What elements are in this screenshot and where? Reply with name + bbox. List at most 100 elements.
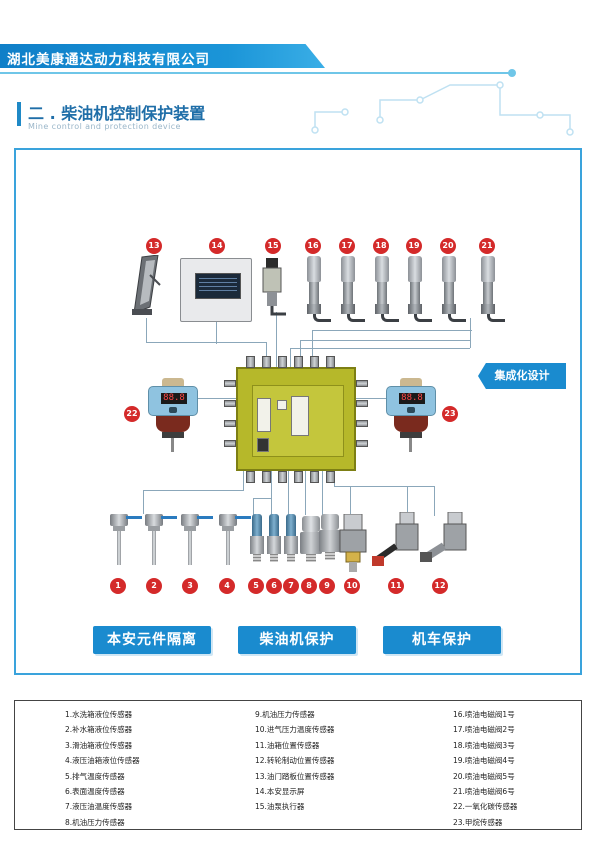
injector-valve-6 — [481, 256, 505, 322]
legend-column-1: 1.水洗箱液位传感器 2.补水箱液位传感器 3.滑油箱液位传感器 4.液压油箱液… — [65, 707, 140, 830]
connector-icon — [224, 420, 236, 427]
controller-nameplate-icon — [291, 396, 309, 436]
badge-18: 18 — [373, 238, 389, 254]
connector-icon — [326, 471, 335, 483]
legend-item: 15.油泵执行器 — [255, 802, 305, 812]
controller-nameplate-icon — [277, 400, 287, 410]
connector-icon — [310, 356, 319, 368]
connector-icon — [356, 380, 368, 387]
methane-sensor: 88.8 — [386, 378, 436, 452]
wire — [470, 318, 471, 348]
injector-valve-2 — [341, 256, 365, 322]
brake-position-sensor-icon — [420, 512, 467, 562]
badge-14: 14 — [209, 238, 225, 254]
legend-item: 13.油门踏板位置传感器 — [255, 771, 335, 781]
wire — [290, 348, 291, 368]
badge-5: 5 — [248, 578, 264, 594]
intake-pressure-temp-sensor-icon — [339, 514, 367, 572]
level-sensor-3 — [181, 514, 213, 565]
header-divider — [0, 72, 512, 74]
wire — [300, 340, 301, 368]
legend-item: 3.滑油箱液位传感器 — [65, 740, 133, 750]
hydraulic-oil-temp-sensor — [282, 514, 300, 562]
methane-sensor-readout: 88.8 — [399, 393, 425, 404]
wire — [322, 471, 323, 515]
wire — [253, 498, 254, 516]
badge-13: 13 — [146, 238, 162, 254]
wire — [146, 342, 266, 343]
legend-item: 7.液压油温度传感器 — [65, 802, 133, 812]
level-sensor-4 — [219, 514, 251, 565]
wire — [312, 330, 313, 368]
legend-item: 11.油箱位置传感器 — [255, 740, 320, 750]
intrinsically-safe-display — [180, 258, 252, 322]
wire — [334, 486, 434, 487]
badge-10: 10 — [344, 578, 360, 594]
wire — [305, 471, 306, 515]
legend-item: 2.补水箱液位传感器 — [65, 725, 133, 735]
connector-icon — [224, 440, 236, 447]
wire — [276, 312, 277, 368]
header-divider-dot — [508, 69, 516, 77]
legend-item: 5.排气温度传感器 — [65, 771, 125, 781]
pump-actuator-icon — [262, 258, 286, 316]
connector-icon — [326, 356, 335, 368]
wire — [271, 471, 272, 515]
badge-17: 17 — [339, 238, 355, 254]
co-sensor: 88.8 — [148, 378, 198, 452]
tank-position-sensor-icon — [372, 512, 419, 566]
connector-icon — [294, 471, 303, 483]
controller-nameplate-icon — [257, 398, 271, 432]
badge-21: 21 — [479, 238, 495, 254]
wire — [300, 340, 470, 341]
legend-item: 20.喷油电磁阀5号 — [453, 771, 515, 781]
badge-12: 12 — [432, 578, 448, 594]
injector-valve-3 — [375, 256, 399, 322]
legend-item: 19.喷油电磁阀4号 — [453, 756, 515, 766]
throttle-pedal-icon — [132, 255, 161, 315]
legend-item: 8.机油压力传感器 — [65, 817, 125, 827]
legend-item: 6.表面温度传感器 — [65, 786, 125, 796]
wire — [253, 498, 271, 499]
connector-icon — [246, 356, 255, 368]
wire — [312, 330, 472, 331]
connector-icon — [356, 440, 368, 447]
injector-valve-5 — [442, 256, 466, 322]
connector-icon — [246, 471, 255, 483]
integrated-design-tag: 集成化设计 — [478, 363, 566, 389]
legend-item: 14.本安显示屏 — [255, 786, 305, 796]
connector-icon — [356, 420, 368, 427]
badge-7: 7 — [283, 578, 299, 594]
exhaust-temp-sensor — [248, 514, 266, 562]
wire — [407, 486, 408, 514]
category-locomotive-protection: 机车保护 — [383, 626, 501, 654]
legend-column-2: 9.机油压力传感器 10.进气压力温度传感器 11.油箱位置传感器 12.转轮制… — [255, 707, 334, 815]
wire — [356, 398, 390, 399]
legend-item: 9.机油压力传感器 — [255, 710, 315, 719]
wire — [146, 318, 147, 342]
badge-6: 6 — [266, 578, 282, 594]
connector-icon — [224, 400, 236, 407]
wire — [216, 322, 217, 344]
company-banner — [0, 44, 325, 68]
surface-temp-sensor — [265, 514, 283, 562]
network-decoration — [311, 81, 574, 136]
legend-item: 10.进气压力温度传感器 — [255, 725, 335, 735]
level-sensor-2 — [145, 514, 177, 565]
connector-icon — [262, 356, 271, 368]
wire — [196, 398, 236, 399]
legend-item: 12.转轮制动位置传感器 — [255, 756, 335, 766]
badge-3: 3 — [182, 578, 198, 594]
wire — [143, 490, 243, 491]
section-title: 二 . 柴油机控制保护装置 — [28, 104, 206, 123]
badge-8: 8 — [301, 578, 317, 594]
legend-item: 4.液压油箱液位传感器 — [65, 756, 140, 766]
connector-icon — [278, 471, 287, 483]
badge-16: 16 — [305, 238, 321, 254]
section-accent-bar — [17, 102, 21, 126]
connector-icon — [356, 400, 368, 407]
legend-item: 21.喷油电磁阀6号 — [453, 786, 515, 796]
wire — [266, 342, 267, 368]
legend-item: 18.喷油电磁阀3号 — [453, 740, 515, 750]
controller-panel — [252, 385, 344, 457]
